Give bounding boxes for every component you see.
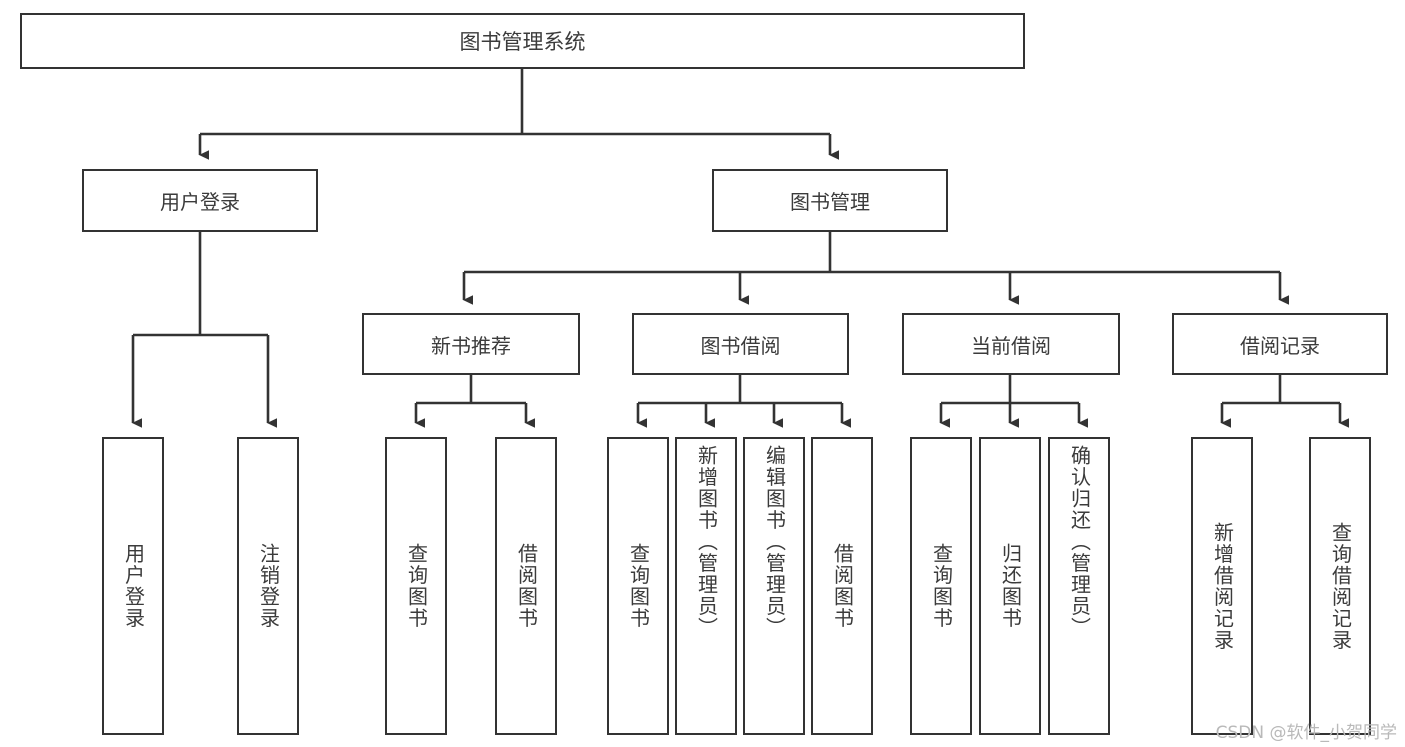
- leaf-new-book-borrow[interactable]: 借阅图书: [495, 437, 557, 735]
- node-label: 借阅图书: [514, 543, 539, 629]
- node-label: 新增借阅记录: [1210, 521, 1235, 651]
- node-label: 当前借阅: [971, 333, 1051, 358]
- leaf-book-borrow-edit[interactable]: 编辑图书（管理员）: [743, 437, 805, 735]
- node-label: 查询借阅记录: [1328, 521, 1353, 651]
- csdn-watermark: CSDN @软件_小贺同学: [1215, 723, 1397, 743]
- node-current-borrow[interactable]: 当前借阅: [902, 313, 1120, 375]
- node-root-system[interactable]: 图书管理系统: [20, 13, 1025, 69]
- node-label: 查询图书: [404, 543, 429, 629]
- node-label: 新书推荐: [431, 333, 511, 358]
- leaf-current-borrow-query[interactable]: 查询图书: [910, 437, 972, 735]
- leaf-book-borrow-lend[interactable]: 借阅图书: [811, 437, 873, 735]
- node-borrow-record[interactable]: 借阅记录: [1172, 313, 1388, 375]
- node-label: 查询图书: [929, 543, 954, 629]
- leaf-book-borrow-query[interactable]: 查询图书: [607, 437, 669, 735]
- node-user-login[interactable]: 用户登录: [82, 169, 318, 232]
- node-label: 新增图书（管理员）: [694, 445, 719, 639]
- leaf-user-login-logout[interactable]: 注销登录: [237, 437, 299, 735]
- node-label: 查询图书: [626, 543, 651, 629]
- node-label: 用户登录: [160, 190, 240, 214]
- leaf-user-login-login[interactable]: 用户登录: [102, 437, 164, 735]
- node-new-book-recommend[interactable]: 新书推荐: [362, 313, 580, 375]
- node-label: 归还图书: [998, 543, 1023, 629]
- node-label: 借阅记录: [1240, 333, 1320, 358]
- node-label: 借阅图书: [830, 543, 855, 629]
- node-label: 用户登录: [121, 543, 146, 629]
- leaf-new-book-query[interactable]: 查询图书: [385, 437, 447, 735]
- leaf-borrow-record-query[interactable]: 查询借阅记录: [1309, 437, 1371, 735]
- leaf-current-borrow-return[interactable]: 归还图书: [979, 437, 1041, 735]
- node-book-management[interactable]: 图书管理: [712, 169, 948, 232]
- leaf-book-borrow-add[interactable]: 新增图书（管理员）: [675, 437, 737, 735]
- node-book-borrow[interactable]: 图书借阅: [632, 313, 849, 375]
- node-label: 图书管理系统: [459, 30, 586, 54]
- node-label: 图书借阅: [700, 333, 781, 358]
- node-label: 注销登录: [256, 543, 281, 629]
- node-label: 图书管理: [790, 190, 870, 214]
- leaf-current-borrow-confirm[interactable]: 确认归还（管理员）: [1048, 437, 1110, 735]
- node-label: 编辑图书（管理员）: [762, 445, 787, 639]
- node-label: 确认归还（管理员）: [1067, 445, 1092, 639]
- leaf-borrow-record-add[interactable]: 新增借阅记录: [1191, 437, 1253, 735]
